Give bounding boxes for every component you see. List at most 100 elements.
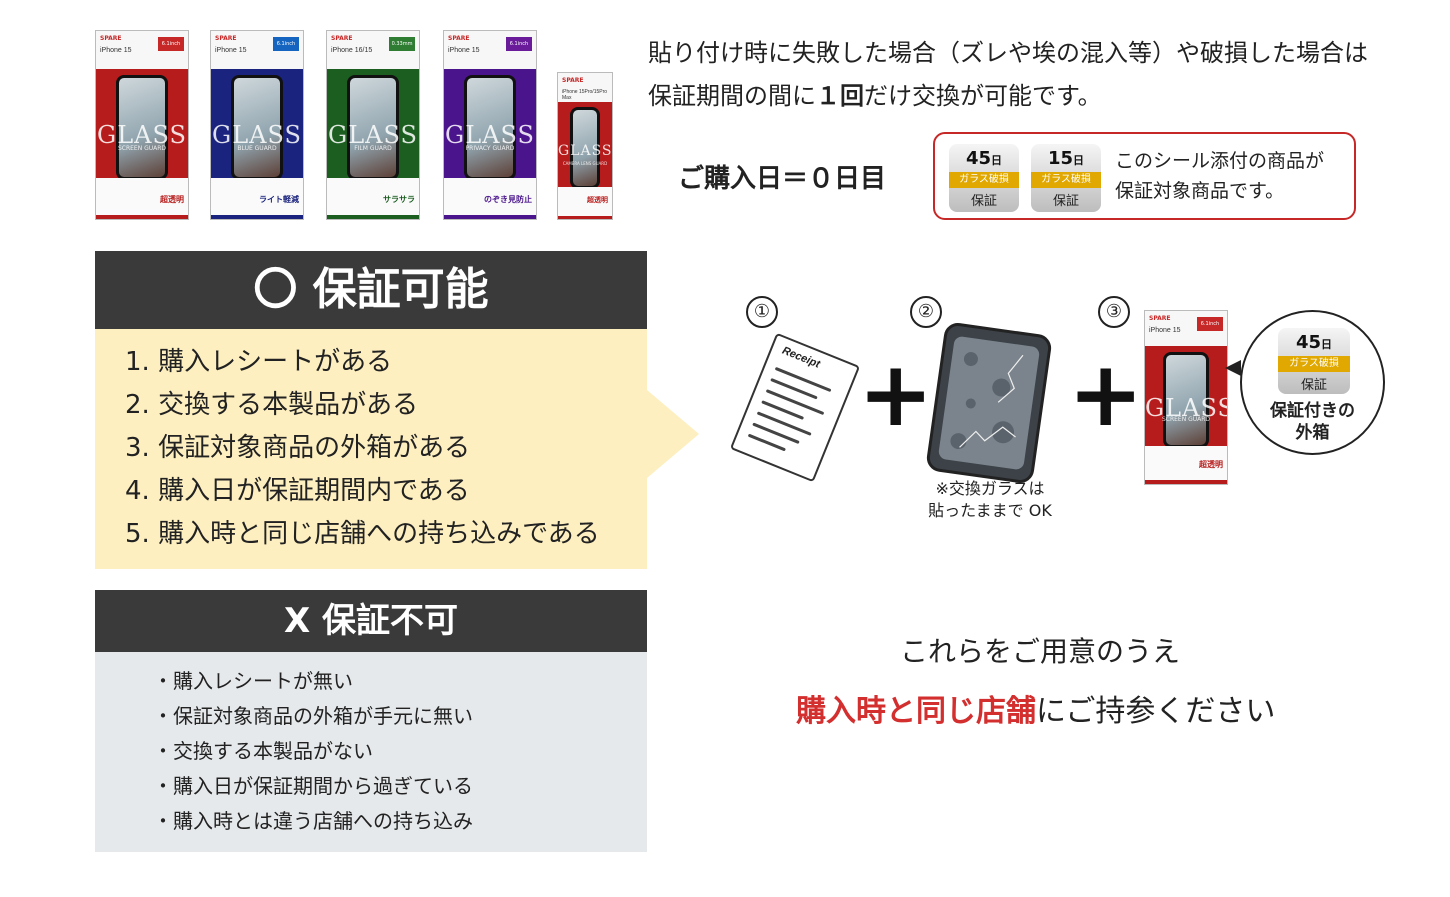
closing-rest: にご持参ください xyxy=(1036,694,1276,729)
brand-logo: SPARE xyxy=(100,35,122,42)
intro-line-1: 貼り付け時に失敗した場合（ズレや埃の混入等）や破損した場合は xyxy=(648,39,1368,67)
package-model: iPhone 15 xyxy=(215,47,247,54)
warranty-ng-panel: ・購入レシートが無い ・保証対象商品の外箱が手元に無い ・交換する本製品がない … xyxy=(95,652,647,852)
brand-logo: SPARE xyxy=(448,35,470,42)
package-tag: 6.1inch xyxy=(1197,317,1223,331)
seal-15-days: 15日 ガラス破損 保証 xyxy=(1031,144,1101,212)
package-glass-text: GLASS xyxy=(558,142,613,159)
ng-item: ・保証対象商品の外箱が手元に無い xyxy=(153,704,473,728)
ok-item: 3. 保証対象商品の外箱がある xyxy=(125,433,471,463)
badge-mid: ガラス破損 xyxy=(1278,356,1350,372)
seal-note: このシール添付の商品が 保証対象商品です。 xyxy=(1115,146,1324,206)
ok-item: 1. 購入レシートがある xyxy=(125,347,393,377)
package-tag: 0.33mm xyxy=(389,37,415,51)
plus-icon: + xyxy=(1068,342,1144,447)
package-feature: 超透明 xyxy=(160,195,184,204)
warranty-ok-panel: 1. 購入レシートがある 2. 交換する本製品がある 3. 保証対象商品の外箱が… xyxy=(95,329,647,569)
intro-line-2-bold: １回 xyxy=(816,82,864,110)
intro-line-2-post: だけ交換が可能です。 xyxy=(864,82,1102,110)
package-sub-text: SCREEN GUARD xyxy=(1161,415,1211,423)
package-feature: ライト軽減 xyxy=(259,195,299,204)
closing-emphasis: 購入時と同じ店舗 xyxy=(796,694,1036,729)
package-glass-text: GLASS xyxy=(1145,393,1228,422)
ng-item: ・購入時とは違う店舗への持ち込み xyxy=(153,809,473,833)
cracked-phone-icon xyxy=(925,321,1053,485)
package-model: iPhone 15 xyxy=(100,47,132,54)
seal-note-line-2: 保証対象商品です。 xyxy=(1115,180,1285,202)
phone-image xyxy=(1163,351,1209,448)
package-glass-text: GLASS xyxy=(328,120,418,149)
receipt-label: Receipt xyxy=(780,344,822,371)
package-model: iPhone 15 xyxy=(1149,327,1181,334)
seal-15-bottom: 保証 xyxy=(1052,194,1079,209)
brand-logo: SPARE xyxy=(562,77,584,84)
warranty-seal-box: 45日 ガラス破損 保証 15日 ガラス破損 保証 このシール添付の商品が 保証… xyxy=(933,132,1356,220)
warranty-ok-title: 〇 保証可能 xyxy=(95,251,647,329)
ng-item: ・購入日が保証期間から過ぎている xyxy=(153,774,473,798)
step-3-number: ③ xyxy=(1098,296,1130,328)
step-2-number: ② xyxy=(910,296,942,328)
package-sub-text: BLUE GUARD xyxy=(237,144,277,152)
package-feature: 超透明 xyxy=(1199,460,1223,469)
badge-bottom: 保証 xyxy=(1300,378,1327,393)
intro-line-2: 保証期間の間に１回だけ交換が可能です。 xyxy=(648,76,1102,111)
seal-45-label: ガラス破損 xyxy=(949,172,1019,188)
package-sub-text: CAMERA LENS GUARD xyxy=(562,161,608,167)
badge-label: 保証付きの 外箱 xyxy=(1242,400,1383,444)
package-glass-text: GLASS xyxy=(445,120,535,149)
package-sub-text: SCREEN GUARD xyxy=(117,144,167,152)
seal-note-line-1: このシール添付の商品が xyxy=(1115,150,1325,172)
closing-line-2: 購入時と同じ店舗にご持参ください xyxy=(796,686,1275,730)
phone-note: ※交換ガラスは 貼ったままで OK xyxy=(910,478,1070,522)
warranty-ok-list: 1. 購入レシートがある 2. 交換する本製品がある 3. 保証対象商品の外箱が… xyxy=(125,341,600,556)
package-glass-text: GLASS xyxy=(212,120,302,149)
badge-label-line-1: 保証付きの xyxy=(1270,401,1355,421)
brand-logo: SPARE xyxy=(1149,315,1171,322)
seal-45-days: 45日 ガラス破損 保証 xyxy=(949,144,1019,212)
package-model: iPhone 16/15 xyxy=(331,47,373,54)
package-feature: サラサラ xyxy=(383,195,415,204)
seal-45-days: 45日 ガラス破損 保証 xyxy=(1278,328,1350,394)
receipt-icon: Receipt xyxy=(729,332,861,483)
closing-line-1: これらをご用意のうえ xyxy=(900,635,1181,668)
seal-45-unit: 日 xyxy=(991,154,1003,167)
ng-item: ・交換する本製品がない xyxy=(153,739,373,763)
phone-image xyxy=(347,75,399,180)
phone-note-line-2: 貼ったままで OK xyxy=(928,501,1052,520)
warranty-ng-title: X 保証不可 xyxy=(95,590,647,652)
package-feature: のぞき見防止 xyxy=(484,195,532,204)
package-sub-text: FILM GUARD xyxy=(354,144,392,152)
package-glass-text: GLASS xyxy=(97,120,187,149)
brand-logo: SPARE xyxy=(331,35,353,42)
ng-item: ・購入レシートが無い xyxy=(153,669,353,693)
warranty-box-callout: 45日 ガラス破損 保証 保証付きの 外箱 xyxy=(1240,310,1385,455)
callout-pointer-icon xyxy=(1225,360,1241,376)
step-1-number: ① xyxy=(746,296,778,328)
badge-unit: 日 xyxy=(1321,338,1333,351)
package-feature: 超透明 xyxy=(587,196,608,204)
package-tag: 6.1inch xyxy=(273,37,299,51)
purchase-day-label: ご購入日＝０日目 xyxy=(678,164,887,194)
seal-15-num: 15 xyxy=(1047,148,1074,169)
brand-logo: SPARE xyxy=(215,35,237,42)
package-model: iPhone 15Pro/15Pro Max xyxy=(562,89,608,101)
seal-45-num: 45 xyxy=(965,148,992,169)
seal-45-bottom: 保証 xyxy=(970,194,997,209)
seal-15-label: ガラス破損 xyxy=(1031,172,1101,188)
phone-image xyxy=(116,75,168,180)
plus-icon: + xyxy=(858,342,934,447)
ok-item: 4. 購入日が保証期間内である xyxy=(125,476,470,506)
package-model: iPhone 15 xyxy=(448,47,480,54)
package-sub-text: PRIVACY GUARD xyxy=(465,144,515,152)
warranty-ng-list: ・購入レシートが無い ・保証対象商品の外箱が手元に無い ・交換する本製品がない … xyxy=(153,664,473,839)
seal-15-unit: 日 xyxy=(1073,154,1085,167)
ok-item: 2. 交換する本製品がある xyxy=(125,390,419,420)
arrow-right-icon xyxy=(647,390,699,478)
ok-item: 5. 購入時と同じ店舗への持ち込みである xyxy=(125,519,600,549)
package-tag: 6.1inch xyxy=(158,37,184,51)
